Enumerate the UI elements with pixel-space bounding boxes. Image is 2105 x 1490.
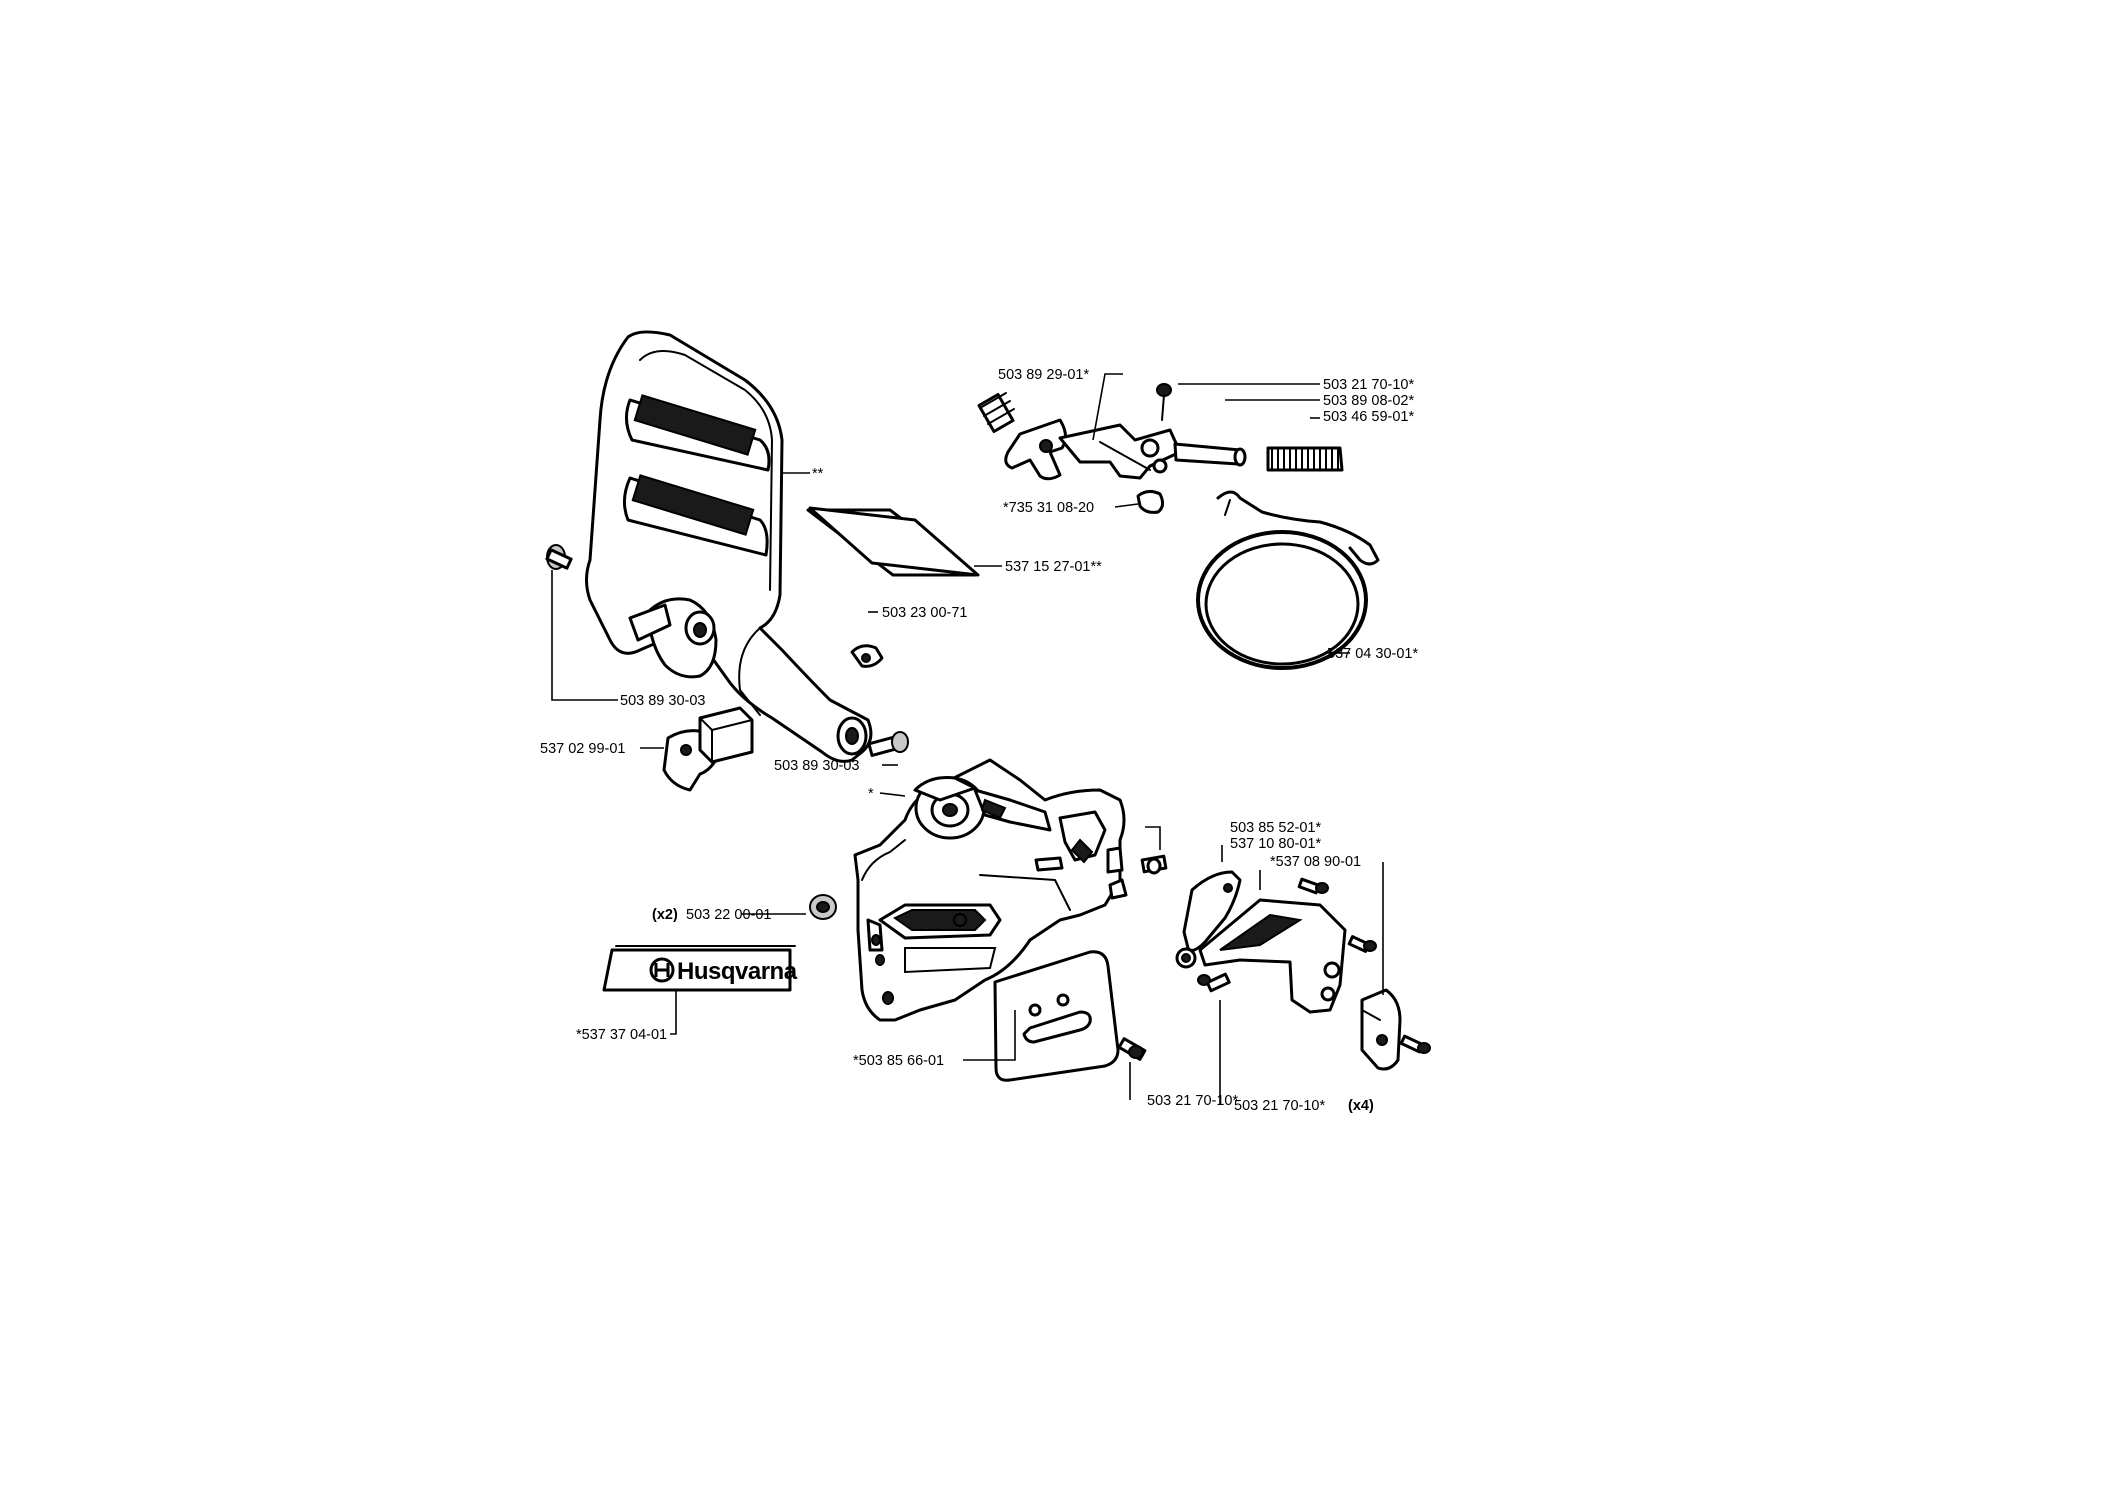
label-503-22-00-01: 503 22 00-01 <box>686 907 771 923</box>
label-double-star: ** <box>812 466 824 482</box>
label-503-23-00-71: 503 23 00-71 <box>882 605 967 621</box>
clutch-cover-part <box>853 758 1128 1022</box>
husqvarna-brand-text: Husqvarna <box>677 958 798 985</box>
husqvarna-decal-part: Husqvarna <box>602 945 798 992</box>
label-503-85-52-01: 503 85 52-01* <box>1230 820 1321 836</box>
screw-bottom-right-part <box>1399 1034 1431 1054</box>
stud-503-85-52-01-part <box>1140 854 1168 875</box>
screw-503-89-30-03-left-part <box>545 544 573 570</box>
label-537-08-90-01: *537 08 90-01 <box>1270 854 1361 870</box>
label-537-02-99-01: 537 02 99-01 <box>540 741 625 757</box>
chain-guard-537-10-80-01-part <box>1175 870 1347 1014</box>
screw-503-21-70-10-top-part <box>1156 383 1172 421</box>
label-503-89-30-03-mid: 503 89 30-03 <box>774 758 859 774</box>
brake-band-537-04-30-01-part <box>1196 490 1380 670</box>
label-503-21-70-10-top: 503 21 70-10* <box>1323 377 1414 393</box>
screw-503-89-30-03-mid-part <box>867 731 909 757</box>
guide-plate-503-85-66-01-part <box>993 950 1120 1082</box>
label-537-15-27-01: 537 15 27-01** <box>1005 559 1102 575</box>
label-503-21-70-10-right: 503 21 70-10* <box>1234 1098 1325 1114</box>
label-735-31-08-20: *735 31 08-20 <box>1003 500 1094 516</box>
screw-right-side-part <box>1347 935 1377 953</box>
label-503-21-70-10-right-qty: (x4) <box>1348 1098 1374 1114</box>
screw-lower-left-guard-part <box>1197 972 1231 993</box>
label-537-37-04-01: *537 37 04-01 <box>576 1027 667 1043</box>
label-503-21-70-10-bottom: 503 21 70-10* <box>1147 1093 1238 1109</box>
screw-503-21-70-10-bottom-part <box>1117 1037 1147 1061</box>
husqvarna-logo-icon <box>649 957 675 983</box>
label-503-89-08-02: 503 89 08-02* <box>1323 393 1414 409</box>
label-single-star: * <box>868 786 874 802</box>
label-503-85-66-01: *503 85 66-01 <box>853 1053 944 1069</box>
clip-503-23-00-71-part <box>850 644 884 668</box>
leader-lines <box>551 373 1384 1105</box>
brake-cam-part <box>628 597 718 679</box>
label-537-04-30-01: 537 04 30-01* <box>1327 646 1418 662</box>
label-503-46-59-01: 503 46 59-01* <box>1323 409 1414 425</box>
eclip-735-31-08-20-part <box>1136 489 1165 514</box>
tensioner-537-08-90-01-part <box>1360 988 1402 1071</box>
callout-labels: 503 89 29-01* 503 21 70-10* 503 89 08-02… <box>540 367 1418 1114</box>
label-537-10-80-01: 537 10 80-01* <box>1230 836 1321 852</box>
brake-spring-link-part <box>977 392 1247 481</box>
label-503-89-29-01: 503 89 29-01* <box>998 367 1089 383</box>
front-hand-guard-part <box>585 330 873 763</box>
spring-503-46-59-01-part <box>1266 446 1344 472</box>
screw-537-08-90-01-top-part <box>1297 877 1329 895</box>
guard-label-sticker-part <box>806 506 980 577</box>
spring-block-537-02-99-01-part <box>662 706 754 792</box>
nut-503-22-00-01-part <box>809 894 837 920</box>
label-503-89-30-03-left: 503 89 30-03 <box>620 693 705 709</box>
label-503-22-00-01-qty: (x2) <box>652 907 678 923</box>
